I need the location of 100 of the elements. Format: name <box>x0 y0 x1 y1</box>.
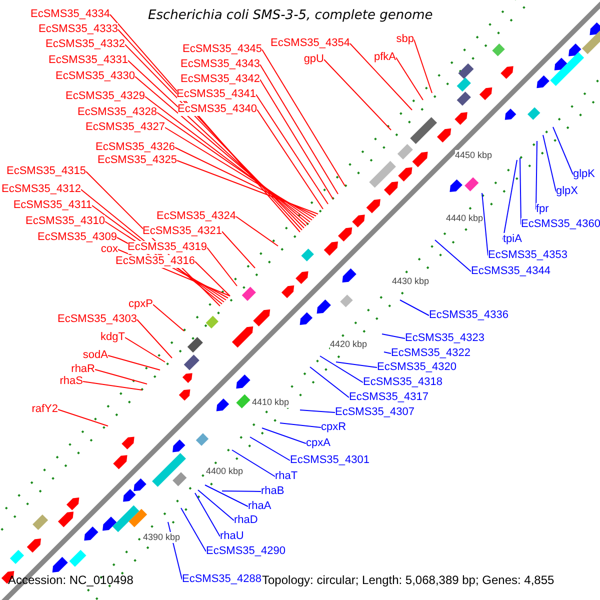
leader-line <box>384 352 392 354</box>
map-title: Escherichia coli SMS-3-5, complete genome <box>148 8 433 23</box>
gene-label: EcSMS35_4309 <box>38 231 117 244</box>
gene-label: EcSMS35_4320 <box>377 361 456 374</box>
gene-label: EcSMS35_4310 <box>26 215 105 228</box>
gene-label: kdgT <box>100 331 125 344</box>
leader-line <box>520 158 522 225</box>
leader-line <box>174 147 316 216</box>
leader-line <box>256 109 324 210</box>
gene-label: EcSMS35_4345 <box>182 43 262 56</box>
leader-line <box>176 160 318 214</box>
gene-label: EcSMS35_4340 <box>178 103 257 116</box>
leader-line <box>396 57 424 100</box>
gene-label: EcSMS35_4343 <box>180 58 260 71</box>
leader-line <box>482 192 488 256</box>
leader-line <box>164 127 314 218</box>
gene-label: glpK <box>573 168 596 181</box>
leader-line <box>180 508 206 552</box>
leader-line <box>434 240 472 272</box>
leader-line <box>144 96 310 222</box>
leader-line <box>260 79 334 200</box>
gene-label: EcSMS35_4342 <box>180 73 260 86</box>
gene-label: EcSMS35_4322 <box>391 347 470 360</box>
gene-label: EcSMS35_4344 <box>471 265 550 278</box>
gene-label: EcSMS35_4328 <box>78 106 157 119</box>
leader-line <box>350 43 412 110</box>
gene-label: EcSMS35_4334 <box>30 8 110 21</box>
gene-label: EcSMS35_4288 <box>182 573 262 586</box>
leader-line <box>414 39 432 94</box>
gene-label: EcSMS35_4316 <box>116 255 195 268</box>
leader-line <box>256 94 328 204</box>
leader-line <box>300 410 336 413</box>
gene-label: EcSMS35_4303 <box>58 313 137 326</box>
gene-label: fpr <box>536 203 549 216</box>
gene-label: EcSMS35_4360 <box>521 218 600 231</box>
gene-label: cpxA <box>306 437 330 450</box>
leader-line <box>262 49 346 186</box>
gene-label: EcSMS35_4327 <box>86 121 165 134</box>
gene-label: EcSMS35_4336 <box>429 309 508 322</box>
gene-label: EcSMS35_4331 <box>48 54 128 67</box>
gene-label: EcSMS35_4319 <box>128 241 207 254</box>
leader-line <box>310 366 350 398</box>
footer-text: Accession: NC_010498 <box>8 573 134 587</box>
leader-line <box>222 490 262 492</box>
leader-line <box>194 261 230 296</box>
gene-label: EcSMS35_4329 <box>66 90 145 103</box>
scale-label: 4400 kbp <box>206 466 244 477</box>
leader-line <box>156 112 312 220</box>
leader-line <box>94 369 148 384</box>
leader-line <box>152 304 184 332</box>
gene-label: sbp <box>396 33 414 46</box>
gene-label: tpiA <box>503 233 522 246</box>
gene-label: EcSMS35_4341 <box>176 88 256 101</box>
gene-label: EcSMS35_4354 <box>270 37 350 50</box>
gene-label: EcSMS35_4330 <box>56 70 135 83</box>
leader-line <box>58 409 108 426</box>
leader-line <box>542 134 556 192</box>
footer-text: Topology: circular; Length: 5,068,389 bp; Genes: 4,855 <box>262 573 554 587</box>
gene-label: EcSMS35_4326 <box>96 141 175 154</box>
leader-line <box>236 216 278 246</box>
gene-label: cpxR <box>321 421 346 434</box>
gene-label: EcSMS35_4311 <box>13 199 92 212</box>
gene-label: EcSMS35_4312 <box>2 183 81 196</box>
leader-line <box>250 436 290 461</box>
leader-line <box>206 247 238 286</box>
leader-line <box>108 355 160 370</box>
leader-line <box>222 231 256 268</box>
gene-label: EcSMS35_4323 <box>405 332 484 345</box>
leader-line <box>400 300 430 316</box>
scale-label: 4420 kbp <box>330 339 368 350</box>
gene-label: EcSMS35_4332 <box>46 38 125 51</box>
leader-line <box>336 362 378 368</box>
gene-label: EcSMS35_4301 <box>290 454 370 467</box>
gene-label: EcSMS35_4315 <box>6 165 86 178</box>
gene-label: EcSMS35_4290 <box>206 545 286 558</box>
leader-line <box>124 337 166 362</box>
gene-label: EcSMS35_4325 <box>98 154 177 167</box>
gene-label: EcSMS35_4318 <box>363 376 442 389</box>
leader-line <box>260 64 338 194</box>
leader-line <box>324 59 392 130</box>
leader-line <box>320 356 364 383</box>
leader-line <box>232 450 276 477</box>
leader-line <box>262 428 306 444</box>
leader-line <box>198 490 234 521</box>
gene-label: gpU <box>304 53 324 66</box>
leader-line <box>136 319 172 358</box>
scale-label: 4410 kbp <box>252 397 290 408</box>
leader-line <box>194 492 220 537</box>
gene-label: EcSMS35_4353 <box>488 249 568 262</box>
leader-line <box>134 76 308 224</box>
leader-line <box>280 422 322 428</box>
gene-label: EcSMS35_4317 <box>349 391 428 404</box>
leader-line <box>82 381 142 390</box>
scale-label: 4440 kbp <box>446 213 484 224</box>
gene-label: EcSMS35_4321 <box>142 225 222 238</box>
leader-line <box>204 484 248 507</box>
scale-label: 4450 kbp <box>455 150 492 161</box>
gene-label: pfkA <box>374 51 396 64</box>
gene-label: EcSMS35_4307 <box>335 406 414 419</box>
gene-label: glpX <box>556 185 578 198</box>
